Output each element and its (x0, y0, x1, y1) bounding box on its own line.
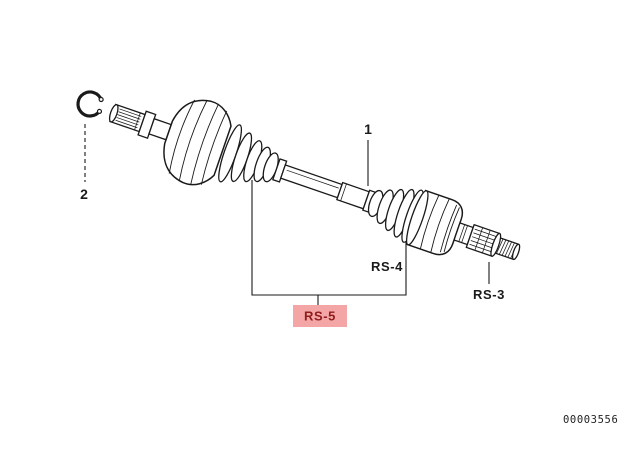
rs4-label[interactable]: RS-4 (371, 259, 403, 274)
doc-number: 00003556 (563, 414, 618, 426)
circlip-ring (76, 90, 103, 118)
callout-2-label[interactable]: 2 (80, 186, 88, 202)
inner-cv-boot (163, 99, 288, 186)
rs5-bracket (251, 180, 407, 296)
callout-1-label[interactable]: 1 (364, 121, 372, 137)
cv-joint-housing (406, 189, 464, 256)
axle-drawing (108, 99, 521, 261)
rs3-label[interactable]: RS-3 (473, 287, 505, 302)
rs5-label[interactable]: RS-5 (304, 309, 336, 324)
output-spline-shaft (453, 222, 521, 261)
circlip-drawing (76, 90, 104, 118)
circlip-ear (98, 96, 104, 103)
circlip-ear (96, 108, 103, 114)
input-spline-stub (108, 103, 146, 133)
axle-shaft (279, 164, 370, 210)
rs5-highlight (293, 305, 347, 327)
